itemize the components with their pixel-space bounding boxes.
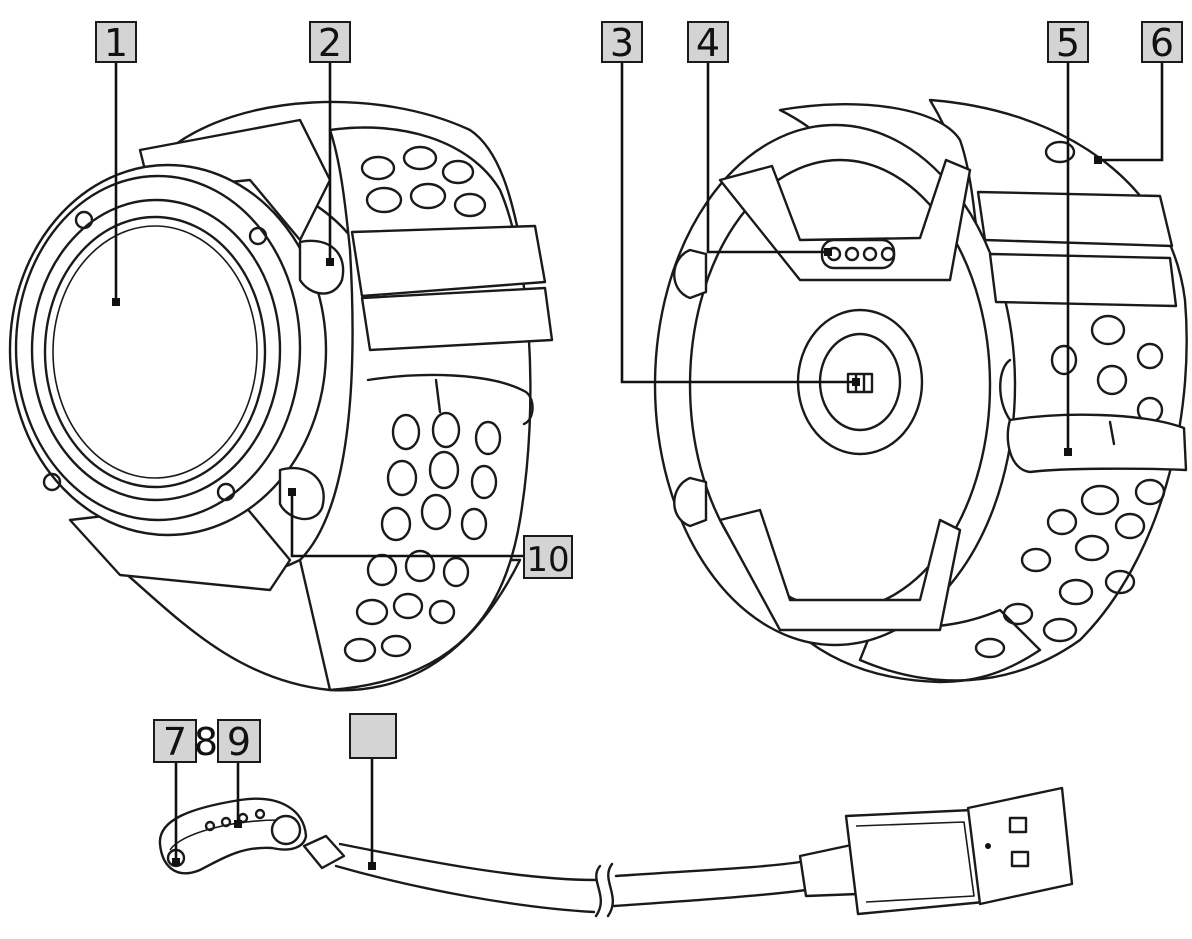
buckle-frame: [999, 358, 1012, 422]
back-buckle: [1006, 413, 1188, 474]
back-side-button-bottom: [673, 476, 708, 528]
svg-text:9: 9: [227, 720, 251, 764]
usb-connector-hole: [1010, 850, 1030, 868]
bezel-screw: [42, 472, 62, 492]
back-lug-top: [718, 158, 972, 282]
front-screen: [43, 215, 267, 489]
cable-wire-top-right: [614, 860, 802, 878]
svg-text:1: 1: [104, 21, 128, 65]
charging-cable: [158, 786, 1074, 918]
svg-text:7: 7: [163, 720, 187, 764]
charging-pin: [220, 816, 232, 828]
front-keeper-lower: [360, 286, 554, 352]
callout-9: 9: [217, 719, 261, 764]
callout-2: 2: [309, 21, 351, 65]
svg-text:10: 10: [526, 540, 569, 580]
bezel-screw: [74, 210, 94, 230]
svg-text:3: 3: [610, 21, 634, 65]
front-keeper-upper: [350, 224, 547, 298]
front-bezel-inner: [30, 198, 282, 502]
front-band-strap: [298, 126, 532, 692]
usb-plug-edge: [855, 821, 975, 903]
svg-text:6: 6: [1150, 21, 1174, 65]
cable-break: [594, 862, 614, 918]
back-charging-contacts: [820, 238, 896, 270]
cable-wire-bottom-right: [612, 888, 808, 908]
svg-text:2: 2: [318, 21, 342, 65]
callout-7: 7: [153, 719, 197, 764]
usb-connector: [966, 786, 1074, 906]
back-side-button-top: [673, 248, 708, 300]
svg-text:8: 8: [194, 720, 218, 764]
cable-wire-bottom: [334, 864, 596, 914]
svg-text:4: 4: [696, 21, 720, 65]
svg-text:5: 5: [1056, 21, 1080, 65]
magnet-bump: [270, 814, 302, 846]
front-buckle: [366, 373, 534, 426]
usb-connector-hole: [1008, 816, 1028, 834]
front-side-button-top: [298, 239, 345, 295]
head-strain-relief: [302, 834, 346, 870]
front-screen-inner: [52, 225, 258, 479]
charging-pin: [254, 808, 266, 820]
watch-back-view: [653, 98, 1188, 684]
callout-6: 6: [1141, 21, 1183, 65]
leader-lines: [112, 60, 1164, 870]
bezel-screw: [216, 482, 236, 502]
back-band-holes: [974, 140, 1166, 659]
back-keeper-upper: [976, 190, 1174, 248]
callout-3: 3: [601, 21, 643, 65]
callout-8: 8: [194, 720, 218, 764]
watch-front-view: [8, 100, 554, 692]
callout-10: 10: [523, 535, 573, 580]
callout-blank: [349, 713, 397, 759]
callout-5: 5: [1047, 21, 1089, 65]
front-side-button-bottom: [278, 466, 325, 521]
callout-1: 1: [95, 21, 137, 65]
callout-4: 4: [687, 21, 729, 65]
bezel-screw: [248, 226, 268, 246]
cable-wire-top: [338, 842, 598, 882]
back-keeper-lower: [988, 252, 1178, 308]
charging-pin: [204, 820, 216, 832]
magnetic-charging-head: [158, 797, 308, 875]
back-lug-bottom: [718, 508, 962, 632]
buckle-prong: [1108, 420, 1116, 446]
usb-dot: [985, 843, 991, 849]
